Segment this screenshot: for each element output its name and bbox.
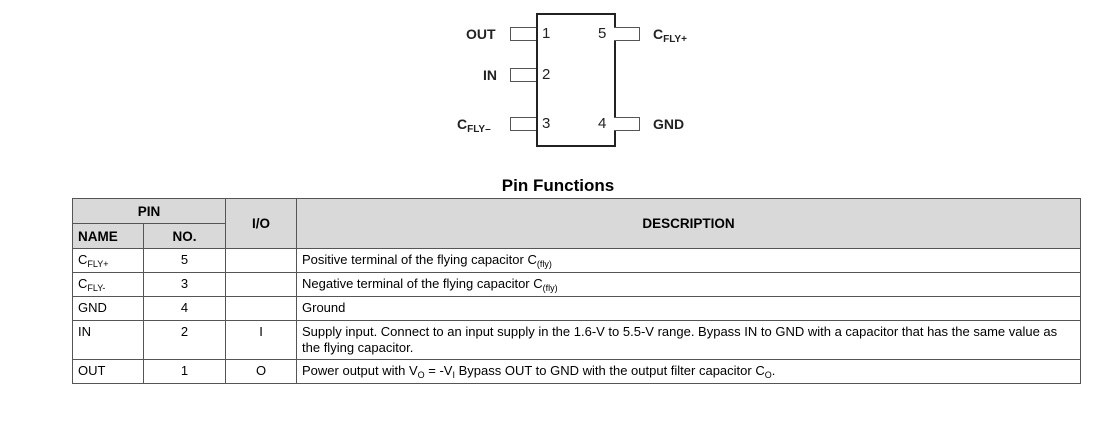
cell-no: 3 [142,272,227,297]
cell-name: GND [72,296,144,321]
pin-label-gnd: GND [653,116,685,132]
header-name: NAME [72,223,144,249]
desc-text: = -V [424,363,453,378]
cell-no: 1 [142,359,227,384]
table-row: IN 2 I Supply input. Connect to an input… [72,320,1081,360]
pin-label-sub: FLY+ [663,34,687,45]
table-row: GND 4 Ground [72,296,1081,321]
pin-number-4: 4 [598,115,607,132]
cell-no: 2 [142,320,227,360]
desc-sub: O [764,370,772,380]
cell-description: Power output with VO = -VI Bypass OUT to… [296,359,1081,384]
pin-label-main: C [457,116,468,132]
desc-text: Negative terminal of the flying capacito… [302,276,543,291]
pin-label-cfly-plus: CFLY+ [653,26,687,45]
package-pinout-diagram: 1 2 3 4 5 OUT IN CFLY– GND CFLY+ [0,0,1116,170]
pin-label-in: IN [483,67,497,83]
name-sub: FLY+ [87,259,109,269]
pin-number-3: 3 [542,115,551,132]
pin-lead-4 [614,117,640,131]
header-no: NO. [142,223,227,249]
pin-number-1: 1 [542,25,551,42]
package-body [536,13,616,147]
header-io: I/O [225,198,298,249]
header-row: NAME NO. [72,223,1081,249]
desc-sub: (fly) [536,259,552,269]
pin-label-cfly-minus: CFLY– [457,116,491,135]
cell-io [225,248,298,273]
cell-description: Negative terminal of the flying capacito… [296,272,1081,297]
pin-lead-2 [510,68,536,82]
table-title: Pin Functions [501,176,615,195]
desc-text: Power output with V [302,363,418,378]
cell-io: I [225,320,298,360]
cell-io: O [225,359,298,384]
cell-no: 5 [142,248,227,273]
pin-number-2: 2 [542,66,551,83]
desc-sub: O [417,370,425,380]
pin-label-out: OUT [466,26,496,42]
desc-text: . [771,363,776,378]
table-row: CFLY- 3 Negative terminal of the flying … [72,272,1081,297]
cell-name: CFLY+ [72,248,144,273]
pin-functions-table: PIN I/O DESCRIPTION NAME NO. CFLY+ 5 Pos… [71,198,1081,384]
cell-no: 4 [142,296,227,321]
cell-description: Positive terminal of the flying capacito… [296,248,1081,273]
cell-name: OUT [72,359,144,384]
header-row: PIN I/O DESCRIPTION [71,198,1081,249]
pin-lead-1 [510,27,536,41]
table-row: OUT 1 O Power output with VO = -VI Bypas… [72,359,1081,384]
cell-description: Supply input. Connect to an input supply… [296,320,1081,360]
pin-lead-5 [614,27,640,41]
pin-lead-3 [510,117,536,131]
name-sub: FLY- [87,283,106,293]
pin-label-sub: FLY– [467,124,491,135]
name-main: C [78,252,88,267]
desc-sub: (fly) [542,283,558,293]
cell-description: Ground [296,296,1081,321]
desc-text: Bypass OUT to GND with the output filter… [455,363,765,378]
pin-label-main: C [653,26,664,42]
pin-number-5: 5 [598,25,607,42]
header-pin: PIN [71,198,227,224]
cell-io [225,272,298,297]
table-row: CFLY+ 5 Positive terminal of the flying … [72,248,1081,273]
name-main: C [78,276,88,291]
desc-text: Positive terminal of the flying capacito… [302,252,537,267]
desc-sub: I [452,370,455,380]
cell-io [225,296,298,321]
cell-name: CFLY- [72,272,144,297]
header-description: DESCRIPTION [296,198,1081,249]
cell-name: IN [72,320,144,360]
